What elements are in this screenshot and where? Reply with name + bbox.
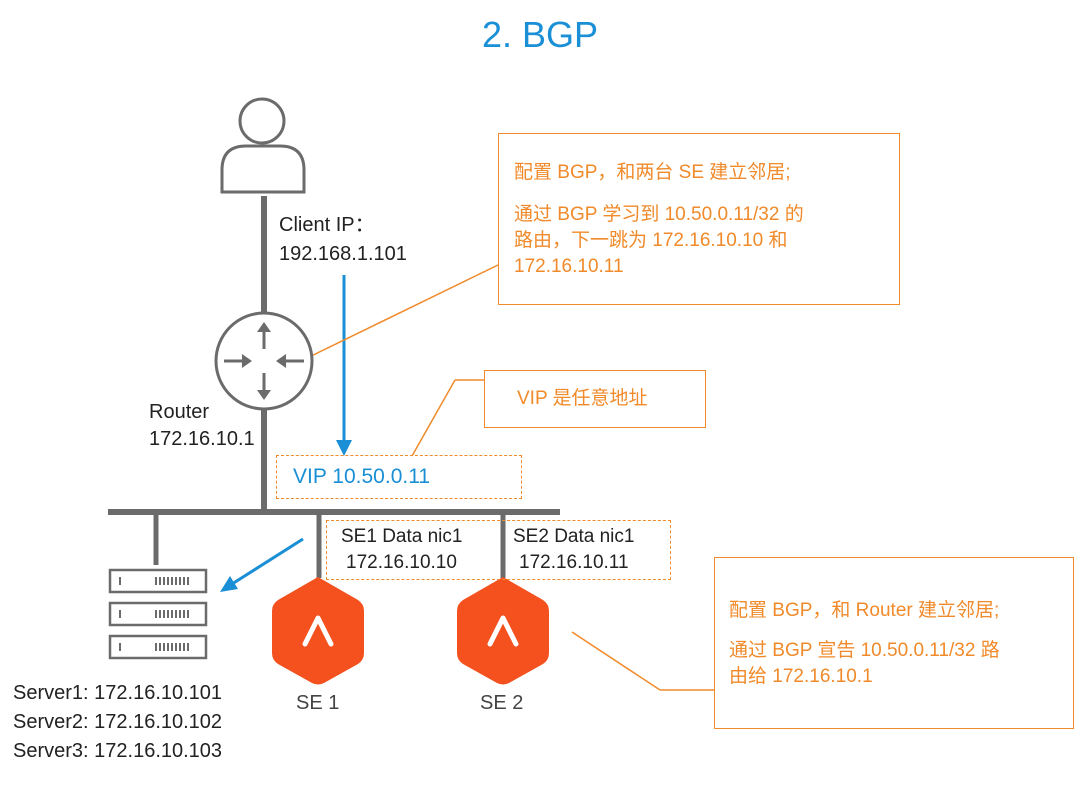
se2-nic-ip: 172.16.10.11 bbox=[519, 552, 629, 573]
server1-label: Server1: 172.16.10.101 bbox=[13, 682, 223, 704]
user-icon bbox=[220, 97, 306, 194]
router-label: Router bbox=[149, 401, 210, 423]
router-note-line3: 路由，下一跳为 172.16.10.10 和 bbox=[514, 230, 788, 251]
vip-callout-line bbox=[411, 379, 456, 457]
se1-label: SE 1 bbox=[296, 692, 340, 714]
se2-label: SE 2 bbox=[480, 692, 524, 714]
vip-box bbox=[276, 455, 522, 499]
server-stack-icon bbox=[108, 568, 208, 660]
client-ip-value: 192.168.1.101 bbox=[279, 243, 407, 265]
se-nic-box bbox=[326, 520, 671, 580]
server2-label: Server2: 172.16.10.102 bbox=[13, 711, 223, 733]
router-note-line2: 通过 BGP 学习到 10.50.0.11/32 的 bbox=[514, 204, 804, 225]
se-note-line2: 通过 BGP 宣告 10.50.0.11/32 路 bbox=[729, 640, 1000, 661]
traffic-arrowhead-down bbox=[336, 440, 352, 456]
router-note-box: 配置 BGP，和两台 SE 建立邻居; 通过 BGP 学习到 10.50.0.1… bbox=[498, 133, 900, 305]
server3-label: Server3: 172.16.10.103 bbox=[13, 740, 223, 762]
se2-service-engine-icon bbox=[457, 577, 549, 685]
vip-note: VIP 是任意地址 bbox=[517, 388, 648, 409]
se-note-line3: 由给 172.16.10.1 bbox=[729, 666, 873, 687]
traffic-arrow-server bbox=[231, 537, 304, 586]
traffic-arrowhead-server bbox=[220, 576, 238, 592]
se1-nic-label: SE1 Data nic1 bbox=[341, 526, 463, 547]
vip-label: VIP 10.50.0.11 bbox=[293, 465, 431, 488]
router-note-line1: 配置 BGP，和两台 SE 建立邻居; bbox=[514, 162, 791, 183]
se1-nic-ip: 172.16.10.10 bbox=[346, 552, 457, 573]
router-ip: 172.16.10.1 bbox=[149, 428, 255, 450]
page-title: 2. BGP bbox=[481, 14, 599, 55]
se-note-line1: 配置 BGP，和 Router 建立邻居; bbox=[729, 600, 1000, 621]
vip-note-box: VIP 是任意地址 bbox=[484, 370, 706, 428]
router-note-line4: 172.16.10.11 bbox=[514, 256, 624, 277]
router-callout-line bbox=[302, 264, 499, 361]
se-callout-line bbox=[571, 631, 661, 691]
se1-service-engine-icon bbox=[272, 577, 364, 685]
client-ip-label: Client IP： bbox=[279, 214, 375, 236]
router-icon bbox=[214, 311, 314, 411]
se2-nic-label: SE2 Data nic1 bbox=[513, 526, 635, 547]
se-note-box: 配置 BGP，和 Router 建立邻居; 通过 BGP 宣告 10.50.0.… bbox=[714, 557, 1074, 729]
